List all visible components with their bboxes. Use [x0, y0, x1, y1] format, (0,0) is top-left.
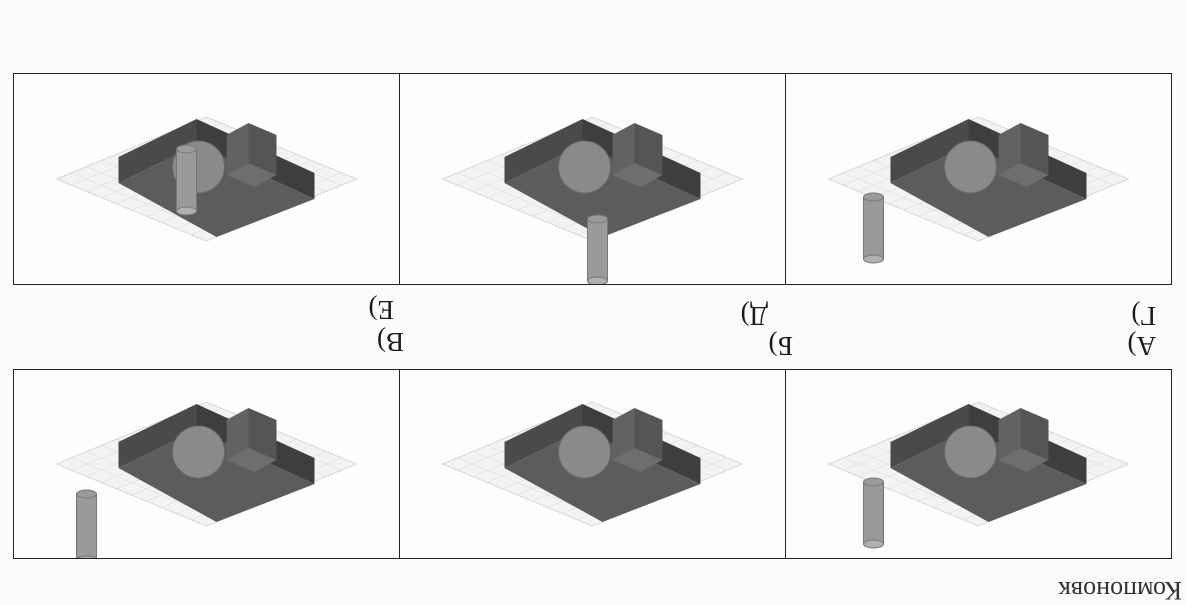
pillar-body [863, 196, 884, 260]
document-page: Компоновк А) Б) В) Г) Д) Е) [13, 73, 1182, 605]
pillar-bottom [863, 477, 884, 487]
block-front-face [634, 408, 663, 460]
pillar-cap [863, 254, 884, 264]
model-render-v [55, 401, 358, 558]
block-side-face [226, 123, 249, 175]
figure-label-a: А) [1127, 331, 1157, 361]
figure-cell-b [399, 370, 785, 558]
block-top-face [998, 163, 1049, 187]
sphere [172, 425, 225, 479]
pillar-body [587, 218, 608, 282]
block-top-face [226, 163, 277, 187]
figure-cell-d [399, 74, 785, 284]
block-side-face [226, 408, 249, 460]
figure-label-e: Е) [368, 295, 394, 325]
figure-label-d: Д) [740, 301, 768, 331]
sphere [558, 140, 611, 194]
model-render-a [827, 401, 1130, 549]
block-front-face [634, 123, 663, 175]
base-top-face [504, 145, 701, 237]
base-side-face [504, 119, 583, 183]
block-top-face [612, 448, 663, 472]
block-side-face [998, 408, 1021, 460]
figure-cell-g [785, 74, 1171, 284]
model-render-d [441, 116, 744, 284]
model-group [441, 401, 744, 527]
model-render-e [55, 116, 358, 242]
pillar-bottom [176, 144, 197, 154]
sphere [558, 425, 611, 479]
model-group [55, 401, 358, 558]
base-side-face [890, 119, 969, 183]
pillar-body [76, 493, 97, 558]
model-group [55, 116, 358, 242]
pillar-body [863, 481, 884, 545]
figure-label-v: В) [377, 327, 404, 357]
model-group [827, 401, 1130, 549]
caption-fragment: Компоновк [1058, 576, 1182, 605]
block-top-face [612, 163, 663, 187]
figure-row-1 [13, 369, 1172, 559]
block-side-face [612, 408, 635, 460]
base-top-face [890, 430, 1087, 522]
pillar-bottom [587, 214, 608, 224]
model-render-b [441, 401, 744, 527]
pillar-bottom [863, 192, 884, 202]
pillar-body [176, 148, 197, 212]
figure-row-2 [13, 73, 1172, 285]
pillar-cap [76, 555, 97, 558]
base-side-face [890, 404, 969, 468]
base-top-face [504, 430, 701, 522]
model-group [441, 116, 744, 284]
block-front-face [1020, 123, 1049, 175]
pillar-cap [176, 206, 197, 216]
sphere [944, 425, 997, 479]
model-render-g [827, 116, 1130, 264]
figure-cell-e [14, 74, 399, 284]
base-side-face [118, 119, 197, 183]
figure-cell-v [14, 370, 399, 558]
base-top-face [890, 145, 1087, 237]
block-side-face [998, 123, 1021, 175]
base-side-face [118, 404, 197, 468]
block-top-face [998, 448, 1049, 472]
sphere [944, 140, 997, 194]
block-front-face [248, 408, 277, 460]
pillar-cap [863, 539, 884, 549]
figure-cell-a [785, 370, 1171, 558]
block-top-face [226, 448, 277, 472]
block-front-face [248, 123, 277, 175]
base-side-face [504, 404, 583, 468]
figure-label-b: Б) [768, 331, 794, 361]
base-top-face [118, 145, 315, 237]
pillar-bottom [76, 489, 97, 499]
block-front-face [1020, 408, 1049, 460]
model-group [827, 116, 1130, 264]
pillar-cap [587, 276, 608, 284]
base-top-face [118, 430, 315, 522]
block-side-face [612, 123, 635, 175]
figure-label-g: Г) [1131, 301, 1156, 331]
